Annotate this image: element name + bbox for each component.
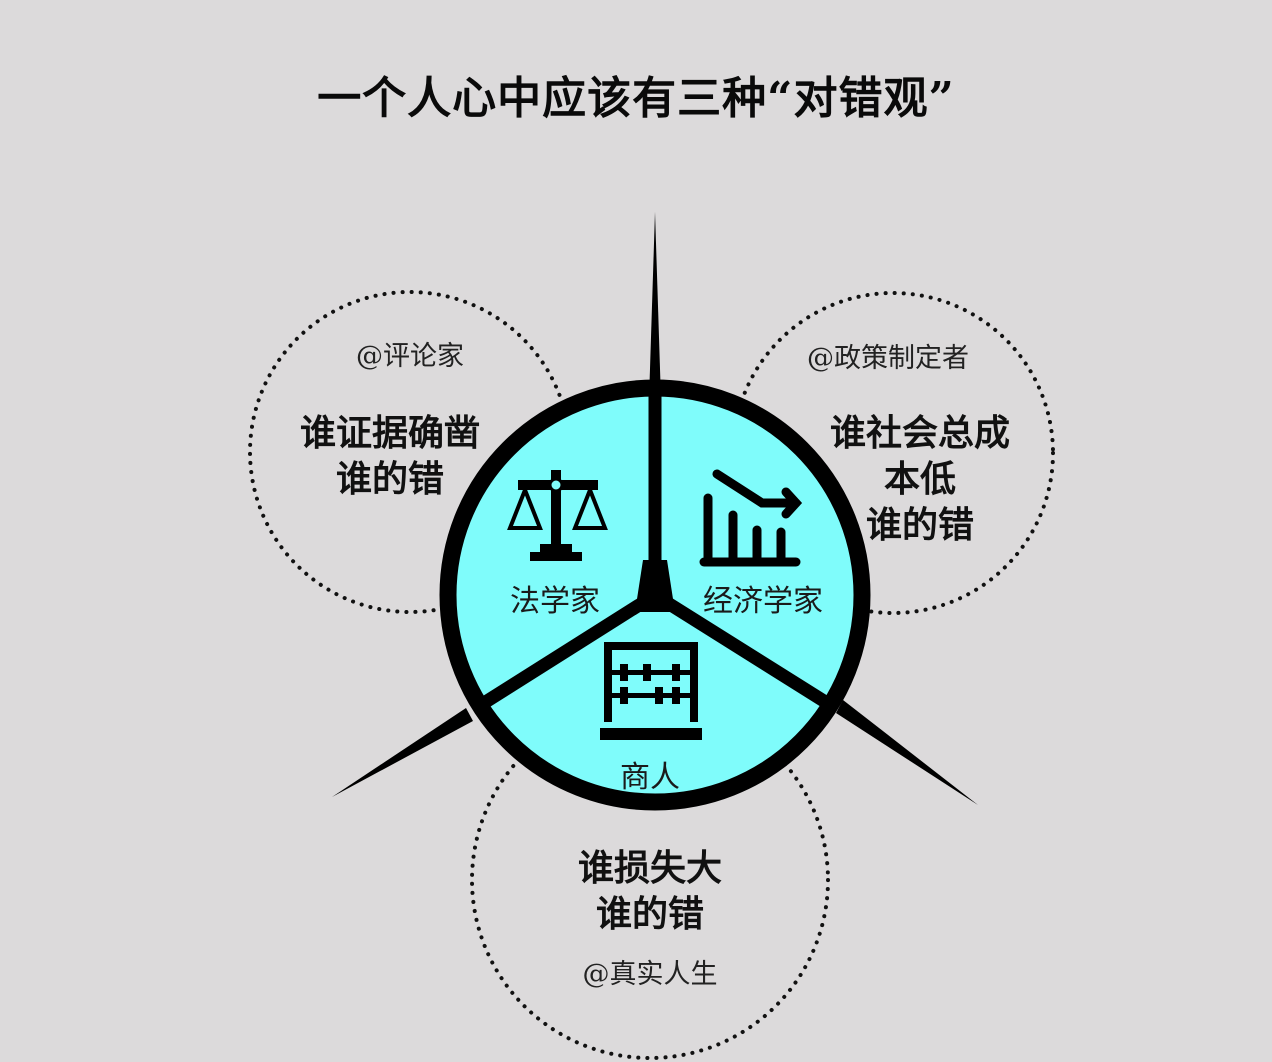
real-life-handle: @真实人生 bbox=[582, 959, 718, 990]
policymaker-rule-line2: 本低 bbox=[883, 458, 956, 500]
critic-rule-line1: 谁证据确凿 bbox=[299, 412, 480, 454]
lower-right-spike bbox=[836, 700, 978, 805]
policymaker-rule: 谁社会总成 本低 谁的错 bbox=[800, 410, 1040, 548]
critic-rule-line2: 谁的错 bbox=[335, 458, 444, 500]
real-life-rule-line2: 谁的错 bbox=[595, 893, 704, 935]
real-life-rule: 谁损失大 谁的错 bbox=[530, 845, 770, 937]
top-spike bbox=[649, 212, 661, 400]
lower-left-spike bbox=[332, 708, 473, 797]
role-label-merchant: 商人 bbox=[620, 760, 680, 795]
policymaker-rule-line1: 谁社会总成 bbox=[829, 412, 1010, 454]
role-label-jurist: 法学家 bbox=[510, 584, 600, 619]
declining-bar-chart-icon bbox=[699, 469, 803, 567]
scales-of-justice-icon bbox=[507, 470, 608, 561]
critic-rule: 谁证据确凿 谁的错 bbox=[270, 410, 510, 502]
real-life-rule-line1: 谁损失大 bbox=[577, 847, 722, 889]
diagram-title: 一个人心中应该有三种“对错观” bbox=[317, 73, 955, 124]
policymaker-handle: @政策制定者 bbox=[807, 343, 969, 374]
abacus-icon bbox=[600, 642, 702, 740]
critic-handle: @评论家 bbox=[356, 341, 464, 372]
policymaker-rule-line3: 谁的错 bbox=[865, 504, 974, 546]
role-label-economist: 经济学家 bbox=[703, 584, 823, 619]
